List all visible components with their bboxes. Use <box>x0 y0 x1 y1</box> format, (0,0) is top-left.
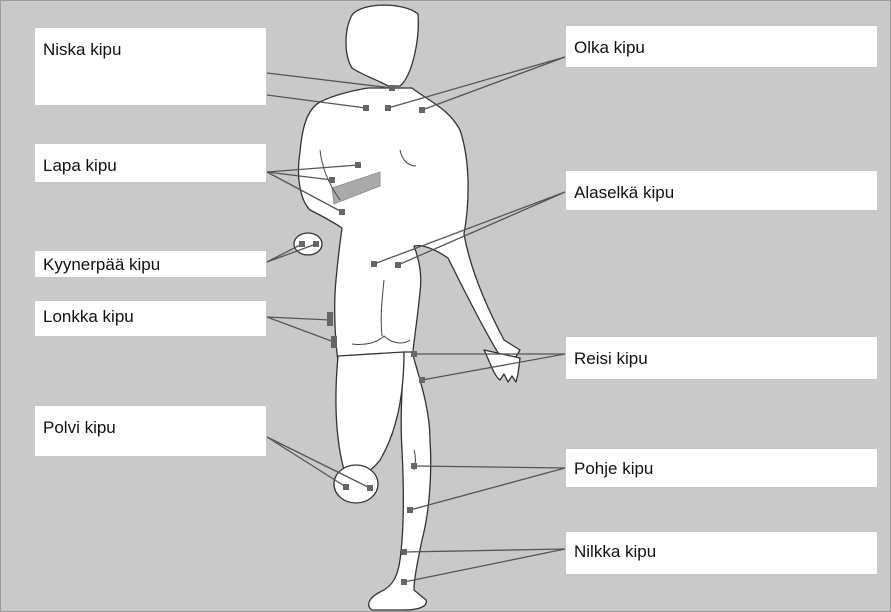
label-hip-pain: Lonkka kipu <box>34 300 267 337</box>
label-low-back-pain-text: Alaselkä kipu <box>574 183 877 203</box>
marker-low-back <box>371 261 377 267</box>
label-elbow-pain-text: Kyynerpää kipu <box>43 255 266 275</box>
label-neck-pain-text: Niska kipu <box>43 40 266 60</box>
label-ankle-pain: Nilkka kipu <box>565 531 878 575</box>
marker-ankle <box>401 549 407 555</box>
label-elbow-pain: Kyynerpää kipu <box>34 250 267 278</box>
marker-ankle-2 <box>401 579 407 585</box>
label-hip-pain-text: Lonkka kipu <box>43 307 266 327</box>
label-scapula-pain: Lapa kipu <box>34 143 267 183</box>
label-knee-pain: Polvi kipu <box>34 405 267 457</box>
marker-hip-2 <box>331 336 337 348</box>
marker-shoulder-2 <box>419 107 425 113</box>
marker-neck-2 <box>363 105 369 111</box>
label-calf-pain-text: Pohje kipu <box>574 459 877 479</box>
label-scapula-pain-text: Lapa kipu <box>43 156 266 176</box>
marker-knee <box>343 484 349 490</box>
label-thigh-pain-text: Reisi kipu <box>574 349 877 369</box>
label-shoulder-pain: Olka kipu <box>565 25 878 68</box>
marker-hip <box>327 312 333 326</box>
marker-thigh-2 <box>419 377 425 383</box>
marker-scapula-3 <box>339 209 345 215</box>
marker-calf-2 <box>407 507 413 513</box>
marker-calf <box>411 463 417 469</box>
marker-elbow-2 <box>313 241 319 247</box>
marker-elbow <box>299 241 305 247</box>
left-leg-outline <box>336 352 404 475</box>
marker-thigh <box>411 351 417 357</box>
label-shoulder-pain-text: Olka kipu <box>574 38 877 58</box>
label-knee-pain-text: Polvi kipu <box>43 418 266 438</box>
marker-shoulder <box>385 105 391 111</box>
label-neck-pain: Niska kipu <box>34 27 267 106</box>
label-thigh-pain: Reisi kipu <box>565 336 878 380</box>
label-low-back-pain: Alaselkä kipu <box>565 170 878 211</box>
label-calf-pain: Pohje kipu <box>565 448 878 488</box>
head-outline <box>346 5 418 86</box>
marker-scapula-2 <box>329 177 335 183</box>
marker-scapula <box>355 162 361 168</box>
marker-low-back-2 <box>395 262 401 268</box>
label-ankle-pain-text: Nilkka kipu <box>574 542 877 562</box>
marker-knee-2 <box>367 485 373 491</box>
marker-neck <box>389 85 395 91</box>
